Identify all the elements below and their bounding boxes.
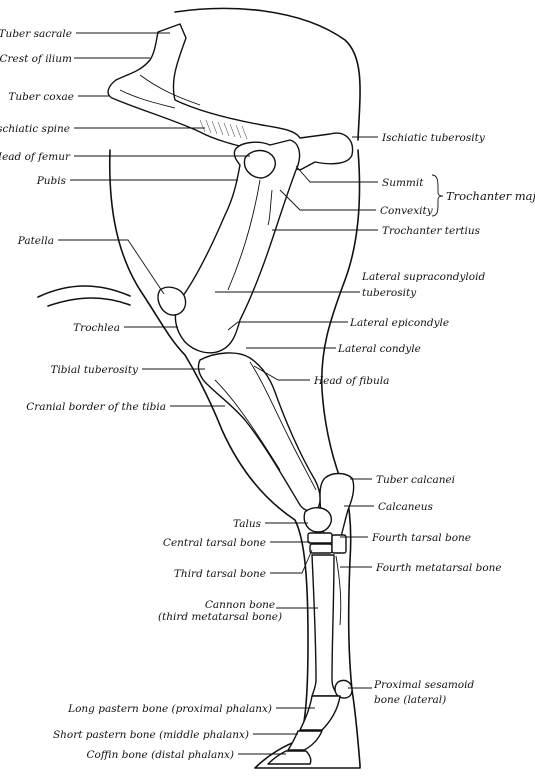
label-tuber-sacrale: Tuber sacrale bbox=[0, 28, 72, 40]
femur-bone bbox=[174, 139, 301, 354]
bracket-trochanter-major bbox=[431, 174, 444, 217]
label-talus: Talus bbox=[233, 518, 262, 530]
label-trochanter-tertius: Trochanter tertius bbox=[382, 225, 481, 237]
patella-bone bbox=[157, 286, 187, 316]
leader-third-tarsal bbox=[270, 549, 313, 574]
label-proximal-sesamoid: Proximal sesamoid bbox=[373, 679, 474, 691]
fourth-tarsal-bone-shape bbox=[331, 534, 347, 554]
label-lateral-supracondyloid: Lateral supracondyloid bbox=[361, 271, 485, 283]
tibia-line bbox=[214, 379, 281, 471]
body-outline-back bbox=[174, 7, 361, 141]
label-convexity: Convexity bbox=[380, 205, 434, 217]
fourth-metatarsal-shape bbox=[335, 555, 342, 626]
femur-shaft-line bbox=[227, 179, 273, 291]
label-crest-of-ilium: Crest of ilium bbox=[0, 53, 72, 65]
label-third-tarsal-bone: Third tarsal bone bbox=[174, 568, 266, 580]
central-tarsal-bone-shape bbox=[307, 532, 333, 544]
label-cannon-bone-sub: (third metatarsal bone) bbox=[158, 611, 282, 623]
sesamoid-bone-shape bbox=[334, 679, 353, 699]
pelvis-bone bbox=[107, 23, 354, 171]
label-trochlea: Trochlea bbox=[73, 322, 120, 334]
label-lateral-epicondyle: Lateral epicondyle bbox=[349, 317, 449, 329]
label-fourth-tarsal-bone: Fourth tarsal bone bbox=[371, 532, 471, 544]
femur-head bbox=[243, 149, 276, 179]
short-pastern-shape bbox=[287, 730, 323, 751]
label-lateral-condyle: Lateral condyle bbox=[337, 343, 421, 355]
label-fourth-metatarsal-bone: Fourth metatarsal bone bbox=[375, 562, 502, 574]
label-trochanter-major: Trochanter major bbox=[446, 189, 535, 203]
belly-line bbox=[37, 285, 131, 298]
talus-bone bbox=[303, 507, 332, 533]
label-patella: Patella bbox=[17, 235, 54, 247]
label-tuber-coxae: Tuber coxae bbox=[8, 91, 74, 103]
label-lateral-supracondyloid-sub: tuberosity bbox=[362, 287, 417, 299]
label-tibial-tuberosity: Tibial tuberosity bbox=[50, 364, 139, 376]
leader-head-fibula bbox=[253, 365, 310, 381]
label-proximal-sesamoid-sub: bone (lateral) bbox=[374, 694, 446, 706]
label-ischiatic-tuberosity: Ischiatic tuberosity bbox=[381, 132, 486, 144]
label-calcaneus: Calcaneus bbox=[378, 501, 434, 513]
label-long-pastern: Long pastern bone (proximal phalanx) bbox=[67, 703, 272, 715]
body-outline-rear bbox=[320, 149, 361, 479]
leader-summit bbox=[295, 165, 378, 183]
label-ischiatic-spine: Ischiatic spine bbox=[0, 123, 70, 135]
ischium-shading bbox=[199, 119, 248, 140]
label-head-of-femur: Head of femur bbox=[0, 151, 71, 163]
leader-lateral-epicondyle bbox=[227, 321, 348, 331]
third-tarsal-bone-shape bbox=[309, 543, 333, 554]
tibia-bone bbox=[197, 352, 321, 512]
fibula-bone bbox=[249, 361, 317, 491]
stifle-fold bbox=[47, 297, 131, 307]
label-pubis: Pubis bbox=[36, 175, 67, 187]
cannon-bone-shape bbox=[311, 554, 339, 697]
label-head-of-fibula: Head of fibula bbox=[313, 375, 389, 387]
label-summit: Summit bbox=[382, 177, 424, 189]
leader-patella bbox=[58, 239, 165, 295]
pelvis-ridge bbox=[119, 74, 201, 109]
limb-outline-front bbox=[108, 149, 309, 741]
label-cannon-bone: Cannon bone bbox=[205, 599, 275, 611]
hock-back-outline bbox=[339, 477, 361, 766]
label-cranial-border-tibia: Cranial border of the tibia bbox=[26, 401, 166, 413]
leader-convexity bbox=[279, 189, 376, 211]
label-short-pastern: Short pastern bone (middle phalanx) bbox=[53, 729, 249, 741]
label-central-tarsal-bone: Central tarsal bone bbox=[163, 537, 266, 549]
label-coffin-bone: Coffin bone (distal phalanx) bbox=[87, 749, 235, 761]
label-tuber-calcanei: Tuber calcanei bbox=[376, 474, 455, 486]
